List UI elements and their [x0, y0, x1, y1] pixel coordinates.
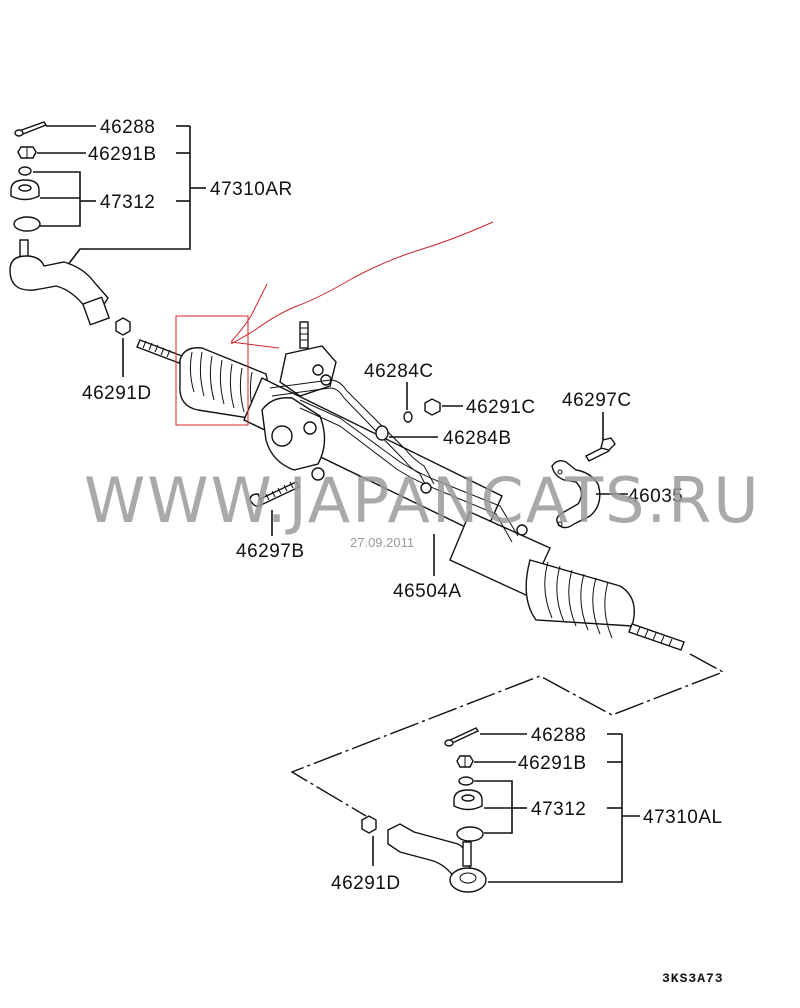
castle-nut-icon — [17, 146, 37, 159]
label-46504a: 46504A — [393, 581, 462, 602]
clamp-bracket-icon — [551, 459, 601, 529]
fluid-pipes-icon — [269, 379, 528, 543]
label-46288-l: 46288 — [531, 725, 586, 746]
inner-tie-rod-left-icon — [136, 339, 183, 364]
long-bolt-icon — [249, 481, 300, 507]
label-46284c: 46284C — [364, 361, 434, 382]
watermark: WWW.JAPANCATS.RU — [84, 464, 761, 537]
label-46291d-l: 46291D — [331, 873, 401, 894]
right-tie-rod-group: 46288 46291B 47312 47310AR — [9, 117, 293, 404]
connection-leader — [290, 653, 725, 817]
tie-rod-end-icon — [387, 823, 487, 893]
red-arrow-line — [230, 221, 494, 345]
label-47310ar: 47310AR — [210, 179, 293, 200]
tie-rod-end-icon — [9, 239, 111, 326]
label-46297c: 46297C — [562, 390, 632, 411]
washer-icon — [403, 411, 413, 423]
dust-boot-icon — [453, 776, 484, 842]
castle-nut-icon — [456, 755, 474, 768]
dust-boot-icon — [10, 166, 41, 232]
label-46035: 46035 — [628, 486, 683, 507]
label-46288-r: 46288 — [100, 117, 155, 138]
lock-nut-icon — [361, 815, 377, 834]
label-46291d-r: 46291D — [82, 383, 152, 404]
left-tie-rod-group: 46288 46291B 47312 47310AL — [331, 725, 723, 894]
steering-gear-assembly — [136, 321, 685, 651]
lock-nut-icon — [115, 317, 131, 336]
date-stamp: 27.09.2011 — [350, 535, 414, 550]
pinion-valve-icon — [261, 321, 337, 481]
inner-tie-rod-right-icon — [628, 623, 685, 651]
label-47312-l: 47312 — [531, 799, 586, 820]
bolt-icon — [585, 437, 616, 462]
nut-icon — [424, 398, 441, 416]
red-arrow-head — [230, 283, 280, 349]
hardware-group: 46284C 46291C 46284B 46297C 46035 — [236, 361, 683, 602]
label-46291b-r: 46291B — [88, 144, 157, 165]
cotter-pin-icon — [444, 727, 480, 747]
rack-boot-right-icon — [525, 559, 635, 639]
label-46291b-l: 46291B — [518, 753, 587, 774]
cotter-pin-icon — [14, 121, 48, 137]
label-46284b: 46284B — [443, 428, 512, 449]
red-annotation — [175, 221, 494, 426]
label-47312-r: 47312 — [100, 192, 155, 213]
label-46297b: 46297B — [236, 541, 305, 562]
diagram-code: 3KS3A73 — [662, 971, 724, 986]
flat-washer-icon — [375, 425, 389, 441]
label-46291c: 46291C — [466, 397, 536, 418]
label-47310al: 47310AL — [643, 807, 723, 828]
highlight-box — [175, 315, 249, 426]
